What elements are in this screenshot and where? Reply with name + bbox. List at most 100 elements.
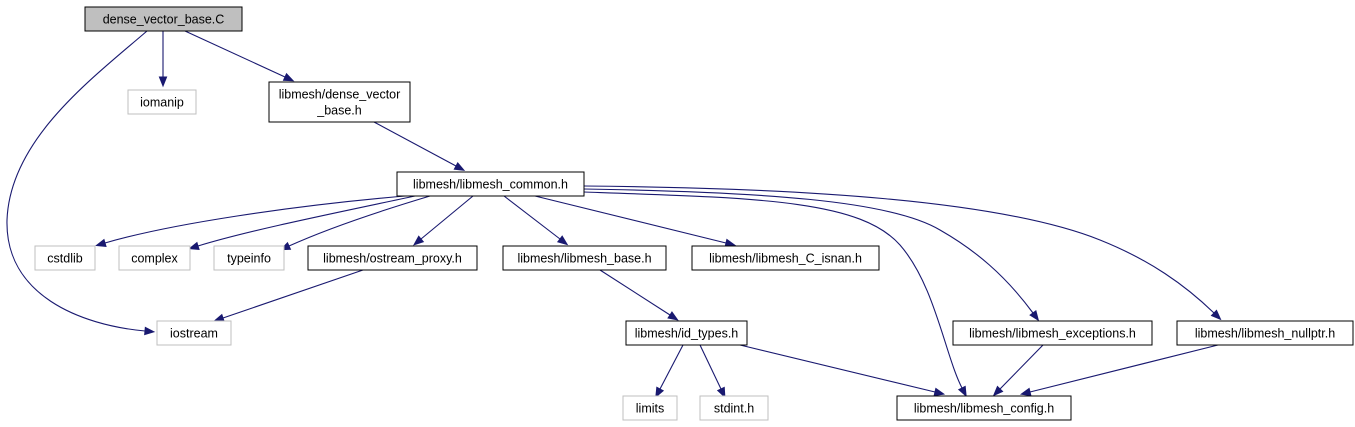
edge-line	[699, 344, 722, 390]
edge-n11-n14	[655, 344, 684, 399]
edge-line	[583, 185, 1215, 314]
edge-line	[534, 195, 727, 244]
node-libmesh-libmesh-common-h[interactable]: libmesh/libmesh_common.h	[396, 171, 585, 197]
node-libmesh-libmesh-base-h[interactable]: libmesh/libmesh_base.h	[502, 245, 667, 271]
edge-n7-n10	[213, 269, 364, 322]
node-label: typeinfo	[227, 252, 271, 266]
node-label: complex	[131, 252, 178, 266]
edge-arrowhead	[655, 386, 665, 399]
edge-n3-n8	[503, 195, 569, 246]
edge-n2-n3	[373, 121, 466, 171]
edge-n3-n12	[583, 188, 1040, 322]
node-iostream[interactable]: iostream	[156, 320, 232, 346]
node-box	[625, 320, 748, 346]
node-label: libmesh/ostream_proxy.h	[323, 252, 462, 266]
edge-arrowhead	[213, 313, 225, 322]
edge-arrowhead	[724, 238, 737, 248]
node-box	[213, 245, 285, 271]
node-dense-vector-base-c: dense_vector_base.C	[84, 6, 243, 32]
node-libmesh-libmesh-exceptions-h[interactable]: libmesh/libmesh_exceptions.h	[952, 320, 1153, 346]
edge-n3-n16	[583, 191, 967, 398]
edge-arrowhead	[413, 235, 425, 246]
node-libmesh-dense-vector-base-h[interactable]: libmesh/dense_vector_base.h	[268, 81, 411, 123]
node-box	[34, 245, 96, 271]
edge-n0-n1	[158, 31, 168, 88]
node-label: libmesh/libmesh_C_isnan.h	[709, 252, 862, 266]
edge-arrowhead	[188, 241, 200, 250]
node-limits[interactable]: limits	[622, 395, 678, 421]
node-label: libmesh/libmesh_exceptions.h	[969, 327, 1136, 341]
edge-n3-n5	[188, 195, 416, 250]
edge-n3-n4	[95, 195, 406, 248]
edges-layer	[6, 30, 1222, 399]
node-box	[502, 245, 667, 271]
node-box	[952, 320, 1153, 346]
node-box	[84, 6, 243, 32]
edge-arrowhead	[556, 235, 569, 246]
node-box	[118, 245, 191, 271]
edge-arrowhead	[1210, 309, 1222, 321]
edge-line	[599, 269, 671, 316]
edge-arrowhead	[1029, 310, 1040, 322]
node-typeinfo[interactable]: typeinfo	[213, 245, 285, 271]
node-libmesh-libmesh-config-h[interactable]: libmesh/libmesh_config.h	[896, 395, 1072, 421]
edge-line	[659, 344, 684, 390]
node-label: iomanip	[140, 96, 184, 110]
node-libmesh-id-types-h[interactable]: libmesh/id_types.h	[625, 320, 748, 346]
node-label: libmesh/libmesh_base.h	[517, 252, 651, 266]
node-box	[1176, 320, 1354, 346]
node-box	[699, 395, 769, 421]
node-iomanip[interactable]: iomanip	[127, 89, 197, 115]
edge-line	[420, 195, 474, 240]
edge-arrowhead	[453, 161, 466, 171]
node-label: stdint.h	[714, 402, 754, 416]
edge-arrowhead	[716, 386, 726, 399]
edge-line	[373, 121, 457, 167]
edge-line	[104, 195, 406, 244]
edge-n8-n11	[599, 269, 679, 321]
node-box	[896, 395, 1072, 421]
node-box	[156, 320, 232, 346]
edge-arrowhead	[95, 238, 107, 248]
edge-line	[739, 344, 936, 393]
edge-n11-n16	[739, 344, 946, 397]
node-libmesh-ostream-proxy-h[interactable]: libmesh/ostream_proxy.h	[307, 245, 478, 271]
node-box	[691, 245, 880, 271]
edge-line	[583, 191, 963, 389]
edge-n3-n9	[534, 195, 737, 248]
node-label: _base.h	[316, 104, 362, 118]
node-cstdlib[interactable]: cstdlib	[34, 245, 96, 271]
edge-line	[6, 30, 148, 332]
node-complex[interactable]: complex	[118, 245, 191, 271]
edge-n0-n2	[184, 30, 295, 82]
edge-arrowhead	[957, 385, 967, 398]
edge-line	[222, 269, 364, 319]
edge-n3-n6	[279, 195, 431, 251]
edge-line	[288, 195, 431, 247]
edge-line	[197, 195, 416, 247]
node-box	[268, 81, 411, 123]
edge-arrowhead	[158, 76, 168, 88]
edge-n3-n7	[413, 195, 474, 246]
edge-n3-n13	[583, 185, 1222, 321]
edge-n13-n16	[1019, 344, 1219, 397]
node-libmesh-libmesh-nullptr-h[interactable]: libmesh/libmesh_nullptr.h	[1176, 320, 1354, 346]
node-label: cstdlib	[47, 252, 82, 266]
edge-n0-n10	[6, 30, 156, 336]
node-label: limits	[636, 402, 664, 416]
edge-arrowhead	[282, 72, 295, 82]
edge-line	[184, 30, 286, 78]
node-stdint-h[interactable]: stdint.h	[699, 395, 769, 421]
edge-line	[583, 188, 1034, 314]
edge-arrowhead	[1019, 387, 1032, 397]
edge-arrowhead	[667, 311, 679, 321]
node-label: libmesh/id_types.h	[635, 327, 739, 341]
node-libmesh-libmesh-c-isnan-h[interactable]: libmesh/libmesh_C_isnan.h	[691, 245, 880, 271]
edge-arrowhead	[992, 385, 1004, 397]
edge-line	[999, 344, 1044, 390]
edge-line	[1029, 344, 1219, 393]
node-box	[396, 171, 585, 197]
edge-line	[503, 195, 561, 240]
